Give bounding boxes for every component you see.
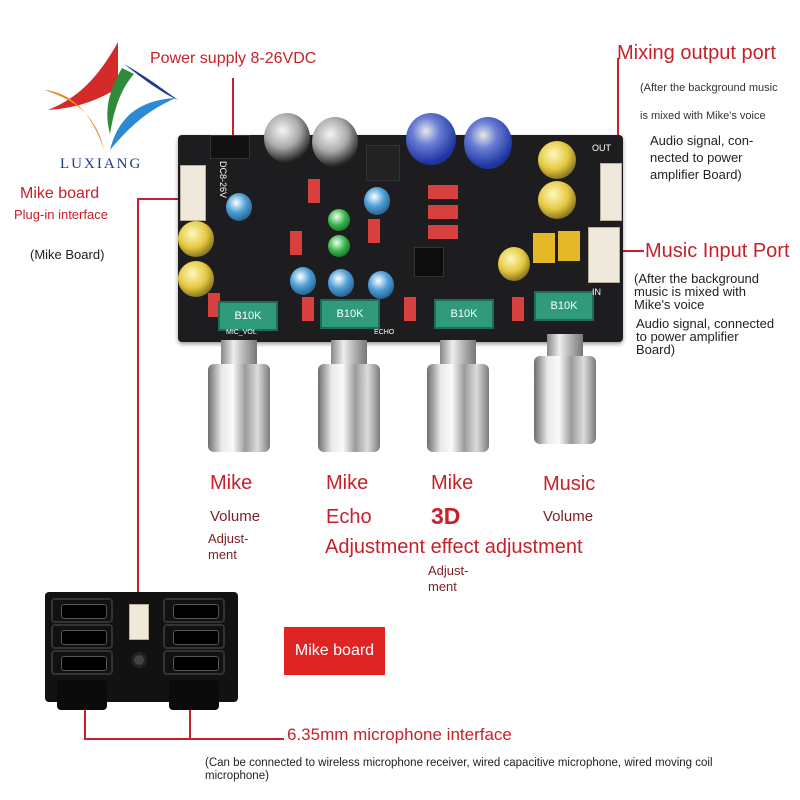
- knob-4-sub: Volume: [543, 508, 594, 525]
- mike-volume-knob[interactable]: [208, 364, 270, 452]
- knob-4-title: Music: [543, 473, 596, 495]
- effect-sub: Adjust- ment: [428, 563, 469, 594]
- cap-10: [226, 193, 252, 221]
- knob-1-sub: Volume: [210, 508, 261, 525]
- mixing-output-note-2: is mixed with Mike's voice: [640, 110, 766, 122]
- knob-2-title: Mike: [326, 472, 369, 494]
- mixing-output-title: Mixing output port: [617, 42, 776, 64]
- mic-interface-title: 6.35mm microphone interface: [287, 725, 512, 744]
- cap-13: [328, 269, 354, 297]
- logo-mark-icon: [44, 42, 178, 150]
- resistor-1: [308, 179, 320, 203]
- cap-8: [538, 181, 576, 219]
- mic-jack-4[interactable]: [163, 598, 225, 623]
- pot-music-volume: B10K: [534, 291, 594, 321]
- mic-interface-note: (Can be connected to wireless microphone…: [205, 757, 713, 782]
- jack-board-screw: [131, 652, 147, 668]
- mike-board-sub: Plug-in interface: [14, 207, 108, 222]
- mike-echo-knob[interactable]: [318, 364, 380, 452]
- cap-9: [498, 247, 530, 281]
- jack-mount-right: [169, 680, 219, 710]
- mixing-output-note-1: (After the background music: [640, 82, 778, 94]
- resistor-2: [290, 231, 302, 255]
- logo-text: LUXIANG: [60, 156, 143, 172]
- shaft-2: [331, 340, 367, 366]
- knob-3-sub: 3D: [431, 503, 461, 529]
- mike-plug-connector: [180, 165, 206, 221]
- mic-jack-5[interactable]: [163, 624, 225, 649]
- music-input-title: Music Input Port: [645, 240, 790, 262]
- cap-4: [464, 117, 512, 169]
- resistor-3: [368, 219, 380, 243]
- pin-label-out: OUT: [592, 143, 611, 153]
- mic-jack-2[interactable]: [51, 624, 113, 649]
- mike-line-v: [137, 198, 139, 608]
- resistor-9: [428, 205, 458, 219]
- mike-line-h: [137, 198, 183, 200]
- film-cap-2: [558, 231, 580, 261]
- film-cap-1: [533, 233, 555, 263]
- cap-3: [406, 113, 456, 165]
- mike-3d-knob[interactable]: [427, 364, 489, 452]
- resistor-5: [302, 297, 314, 321]
- luxiang-logo: LUXIANG: [38, 38, 180, 178]
- resistor-10: [428, 225, 458, 239]
- mixing-output-desc: Audio signal, con- nected to power ampli…: [650, 133, 754, 182]
- dsp-chip: [414, 247, 444, 277]
- mic-line-v2: [189, 700, 191, 740]
- mic-line-h: [84, 738, 284, 740]
- mixing-line-v: [617, 58, 619, 174]
- pin-label-mic-vol: MIC_VOL: [226, 329, 257, 336]
- cap-14: [368, 271, 394, 299]
- music-line-h: [612, 250, 644, 252]
- resistor-6: [404, 297, 416, 321]
- cap-7: [538, 141, 576, 179]
- pot-3d: B10K: [434, 299, 494, 329]
- shaft-3: [440, 340, 476, 366]
- jack-board-plug: [129, 604, 149, 640]
- effect-line: Adjustment effect adjustment: [325, 536, 583, 558]
- mike-board-tag: Mike board: [284, 627, 385, 675]
- music-volume-knob[interactable]: [534, 356, 596, 444]
- power-terminal: [210, 135, 250, 159]
- power-supply-label: Power supply 8-26VDC: [150, 50, 317, 67]
- pin-label-in: IN: [592, 287, 601, 297]
- mike-jack-board: [45, 592, 238, 717]
- mic-jack-6[interactable]: [163, 650, 225, 675]
- pot-mic-volume: B10K: [218, 301, 278, 331]
- cap-16: [328, 235, 350, 257]
- knob-2-sub: Echo: [326, 506, 372, 528]
- knob-1-sub2: Adjust- ment: [208, 531, 249, 562]
- shaft-1: [221, 340, 257, 366]
- regulator-chip: [366, 145, 400, 181]
- cap-1: [264, 113, 310, 163]
- shaft-4: [547, 334, 583, 360]
- knob-3-title: Mike: [431, 472, 474, 494]
- resistor-4: [208, 293, 220, 317]
- music-input-note: (After the background music is mixed wit…: [634, 271, 760, 312]
- power-input-label: DC8-26V: [218, 161, 228, 199]
- mike-board-paren: (Mike Board): [30, 247, 105, 262]
- mike-board-title: Mike board: [20, 185, 100, 202]
- audio-board: DC8-26V B10K B10K B10K B10K MIC_VOL ECHO…: [178, 113, 623, 342]
- jack-mount-left: [57, 680, 107, 710]
- music-input-desc: Audio signal, connected to power amplifi…: [636, 316, 775, 357]
- pin-label-echo: ECHO: [374, 329, 395, 336]
- cap-15: [328, 209, 350, 231]
- cap-11: [364, 187, 390, 215]
- resistor-7: [512, 297, 524, 321]
- music-input-connector: [588, 227, 620, 283]
- pot-echo: B10K: [320, 299, 380, 329]
- knob-1-title: Mike: [210, 472, 253, 494]
- mic-jack-3[interactable]: [51, 650, 113, 675]
- power-line-v: [232, 78, 234, 144]
- cap-12: [290, 267, 316, 295]
- resistor-8: [428, 185, 458, 199]
- mic-line-v: [84, 700, 86, 740]
- mixing-output-connector: [600, 163, 622, 221]
- cap-6: [178, 261, 214, 297]
- mic-jack-1[interactable]: [51, 598, 113, 623]
- cap-2: [312, 117, 358, 167]
- cap-5: [178, 221, 214, 257]
